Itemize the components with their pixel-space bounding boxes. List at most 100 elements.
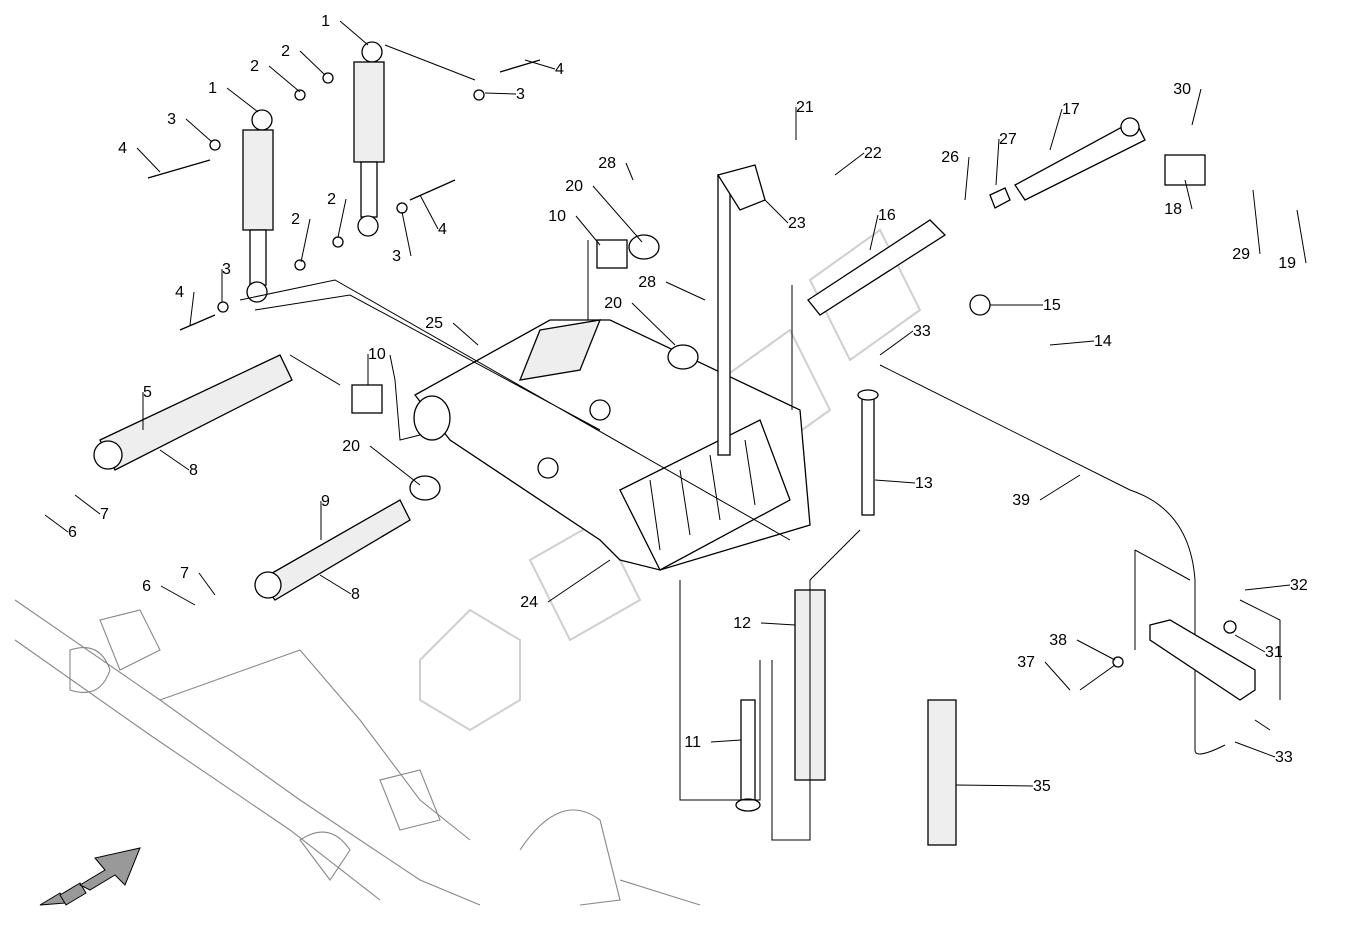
callout-label: 17 xyxy=(1062,101,1080,118)
callout-leader xyxy=(1076,639,1116,661)
callout-label: 31 xyxy=(1265,644,1283,661)
spring-and-rods xyxy=(735,364,1226,846)
callout-label: 3 xyxy=(516,86,525,103)
callout-label: 4 xyxy=(175,284,184,301)
callout-label: 35 xyxy=(1033,778,1051,795)
callout-label: 7 xyxy=(100,506,109,523)
shock-absorber-right xyxy=(353,41,385,237)
callout-leader xyxy=(198,572,216,596)
callout-leader xyxy=(1296,209,1307,264)
callout-label: 20 xyxy=(565,178,583,195)
vehicle-frame-outline xyxy=(14,599,701,906)
callout-label: 3 xyxy=(167,111,176,128)
callout-label: 12 xyxy=(733,615,751,632)
callout-leader xyxy=(401,211,412,257)
callout-label: 10 xyxy=(548,208,566,225)
callout-leader xyxy=(339,20,369,46)
callout-label: 39 xyxy=(1012,492,1030,509)
callout-label: 23 xyxy=(788,215,806,232)
callout-leader xyxy=(964,156,970,201)
callout-label: 22 xyxy=(864,145,882,162)
callout-leader xyxy=(1049,340,1095,346)
callout-label: 14 xyxy=(1094,333,1112,350)
callout-leader xyxy=(710,739,742,743)
callout-leader xyxy=(955,784,1034,787)
callout-leader xyxy=(419,194,439,230)
callout-leader xyxy=(189,291,195,326)
callout-label: 2 xyxy=(327,191,336,208)
callout-label: 18 xyxy=(1164,201,1182,218)
callout-label: 30 xyxy=(1173,81,1191,98)
callout-leader xyxy=(337,198,347,238)
callout-leader xyxy=(879,330,914,356)
distribution-block xyxy=(1079,549,1281,731)
callout-label: 2 xyxy=(291,211,300,228)
callout-leader xyxy=(665,281,706,301)
callout-leader xyxy=(834,152,865,176)
callout-leader xyxy=(1191,88,1202,126)
callout-label: 2 xyxy=(281,43,290,60)
callout-label: 15 xyxy=(1043,297,1061,314)
callout-label: 3 xyxy=(392,248,401,265)
callout-label: 1 xyxy=(208,80,217,97)
callout-label: 37 xyxy=(1017,654,1035,671)
callout-label: 25 xyxy=(425,315,443,332)
callout-leader xyxy=(136,147,161,173)
callout-label: 38 xyxy=(1049,632,1067,649)
shock-absorber-left xyxy=(242,109,274,303)
callout-leader xyxy=(159,449,190,471)
callout-leader xyxy=(625,162,634,181)
callout-label: 21 xyxy=(796,99,814,116)
callout-label: 4 xyxy=(118,140,127,157)
callout-leader xyxy=(484,92,517,95)
callout-leader xyxy=(369,445,421,486)
callout-label: 4 xyxy=(555,61,564,78)
callout-leader xyxy=(995,138,1000,186)
callout-label: 24 xyxy=(520,594,538,611)
bolts-nuts xyxy=(147,59,541,331)
callout-leader xyxy=(1234,634,1266,653)
lever-and-arm xyxy=(716,117,1206,456)
callout-label: 32 xyxy=(1290,577,1308,594)
callout-label: 8 xyxy=(189,462,198,479)
callout-label: 13 xyxy=(915,475,933,492)
callout-leader xyxy=(547,559,611,603)
callout-label: 6 xyxy=(68,524,77,541)
callout-label: 26 xyxy=(941,149,959,166)
callout-label: 20 xyxy=(342,438,360,455)
callout-leader xyxy=(764,199,789,224)
connection-lines xyxy=(239,44,861,841)
direction-arrow-icon xyxy=(39,847,141,906)
callout-leader xyxy=(1039,474,1081,501)
callout-leader xyxy=(874,479,916,484)
callout-leader xyxy=(299,50,326,76)
callout-leader xyxy=(524,59,556,70)
callout-label: 7 xyxy=(180,565,189,582)
callout-label: 2 xyxy=(250,58,259,75)
callout-label: 29 xyxy=(1232,246,1250,263)
callout-label: 1 xyxy=(321,13,330,30)
callout-leader xyxy=(1244,584,1291,591)
callout-label: 3 xyxy=(222,261,231,278)
callout-leader xyxy=(185,118,213,143)
callout-label: 19 xyxy=(1278,255,1296,272)
callout-label: 9 xyxy=(321,493,330,510)
callout-leader xyxy=(575,215,601,246)
callout-leader xyxy=(869,214,879,251)
callout-label: 10 xyxy=(368,346,386,363)
callout-label: 27 xyxy=(999,131,1017,148)
callout-leader xyxy=(1234,741,1276,758)
callout-label: 8 xyxy=(351,586,360,603)
callout-label: 33 xyxy=(1275,749,1293,766)
callout-label: 20 xyxy=(604,295,622,312)
callout-leader xyxy=(631,302,676,346)
callout-label: 28 xyxy=(638,274,656,291)
callout-leader xyxy=(1184,179,1193,210)
callout-leader xyxy=(268,65,301,93)
pins-and-bushings xyxy=(93,234,699,601)
callout-label: 11 xyxy=(684,734,701,751)
callout-leader xyxy=(44,514,69,533)
callouts: 1243213422343421222820231028202627173018… xyxy=(44,13,1308,795)
callout-leader xyxy=(300,218,311,263)
